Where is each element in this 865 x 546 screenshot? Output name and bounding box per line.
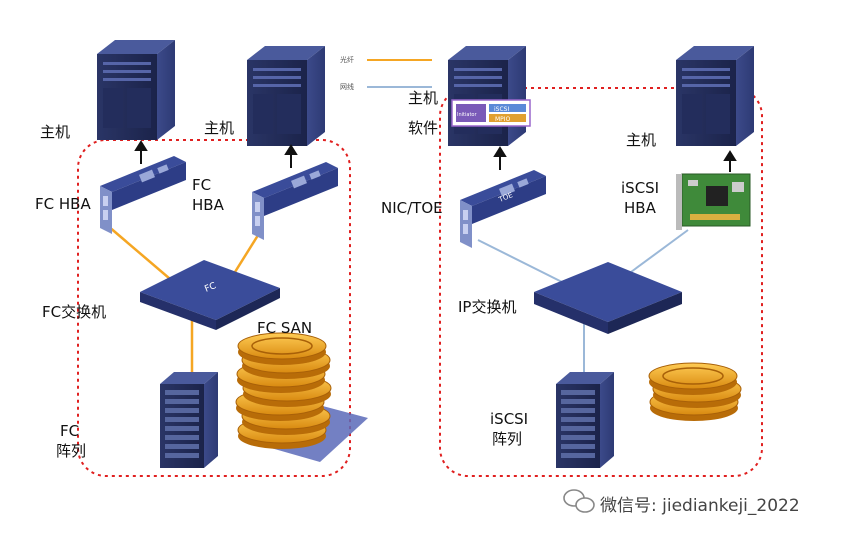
iscsi-host-1-label: 主机 xyxy=(408,89,439,107)
fc-san-coins-icon xyxy=(235,332,332,450)
iscsi-coins-icon xyxy=(648,362,742,422)
software-chip-iscsi: iSCSI xyxy=(494,106,509,113)
wechat-icon xyxy=(563,489,595,513)
fc-array-label-line1: FC xyxy=(60,422,80,440)
fc-hba-2-card-icon xyxy=(252,162,338,240)
iscsi-host-1-server-icon xyxy=(448,46,526,146)
iscsi-array-label-line1: iSCSI xyxy=(490,410,529,428)
fc-host-2-server-icon xyxy=(247,46,325,146)
watermark-text: 微信号: jiediankeji_2022 xyxy=(600,496,800,516)
fc-host-2-label: 主机 xyxy=(204,119,235,137)
fc-hba-2-label-line2: HBA xyxy=(192,196,224,214)
fc-array-rack-icon xyxy=(160,372,218,468)
nic-toe-label: NIC/TOE xyxy=(381,199,443,217)
fc-host-1-server-icon xyxy=(97,40,175,140)
iscsi-array-rack-icon xyxy=(556,372,614,468)
iscsi-hba-label-line2: HBA xyxy=(624,199,656,217)
legend-fiber-label: 光纤 xyxy=(340,56,354,64)
iscsi-array-label-line2: 阵列 xyxy=(492,430,523,448)
iscsi-host-2-server-icon xyxy=(676,46,754,146)
iscsi-hba-label-line1: iSCSI xyxy=(621,179,660,197)
nic-toe-card-icon xyxy=(460,170,546,248)
ip-switch-label: IP交换机 xyxy=(458,298,517,316)
iscsi-software-chip xyxy=(451,99,531,127)
fc-host-arrows xyxy=(134,140,298,168)
legend xyxy=(367,59,432,88)
legend-cable-label: 网线 xyxy=(340,83,354,91)
fc-switch-label: FC交换机 xyxy=(42,303,107,321)
ip-switch-icon xyxy=(534,262,682,334)
fc-switch-icon xyxy=(140,260,280,330)
iscsi-software-label: 软件 xyxy=(408,119,439,137)
fc-array-label-line2: 阵列 xyxy=(56,442,87,460)
iscsi-host-arrows xyxy=(493,146,737,172)
software-chip-mpio: MPIO xyxy=(495,116,511,123)
fc-hba-1-card-icon xyxy=(100,156,186,234)
iscsi-host-2-label: 主机 xyxy=(626,131,657,149)
fc-san-boundary xyxy=(77,139,351,477)
software-chip-initiator: Initiator xyxy=(457,112,477,118)
fc-switch-badge: FC xyxy=(203,281,217,295)
fc-san-label: FC SAN xyxy=(257,319,313,337)
ip-san-boundary xyxy=(439,87,763,477)
fc-host-1-label: 主机 xyxy=(40,123,71,141)
iscsi-hba-card-icon xyxy=(676,173,751,230)
fc-hba-2-label-line1: FC xyxy=(192,176,212,194)
fc-hba-1-label: FC HBA xyxy=(35,195,91,213)
